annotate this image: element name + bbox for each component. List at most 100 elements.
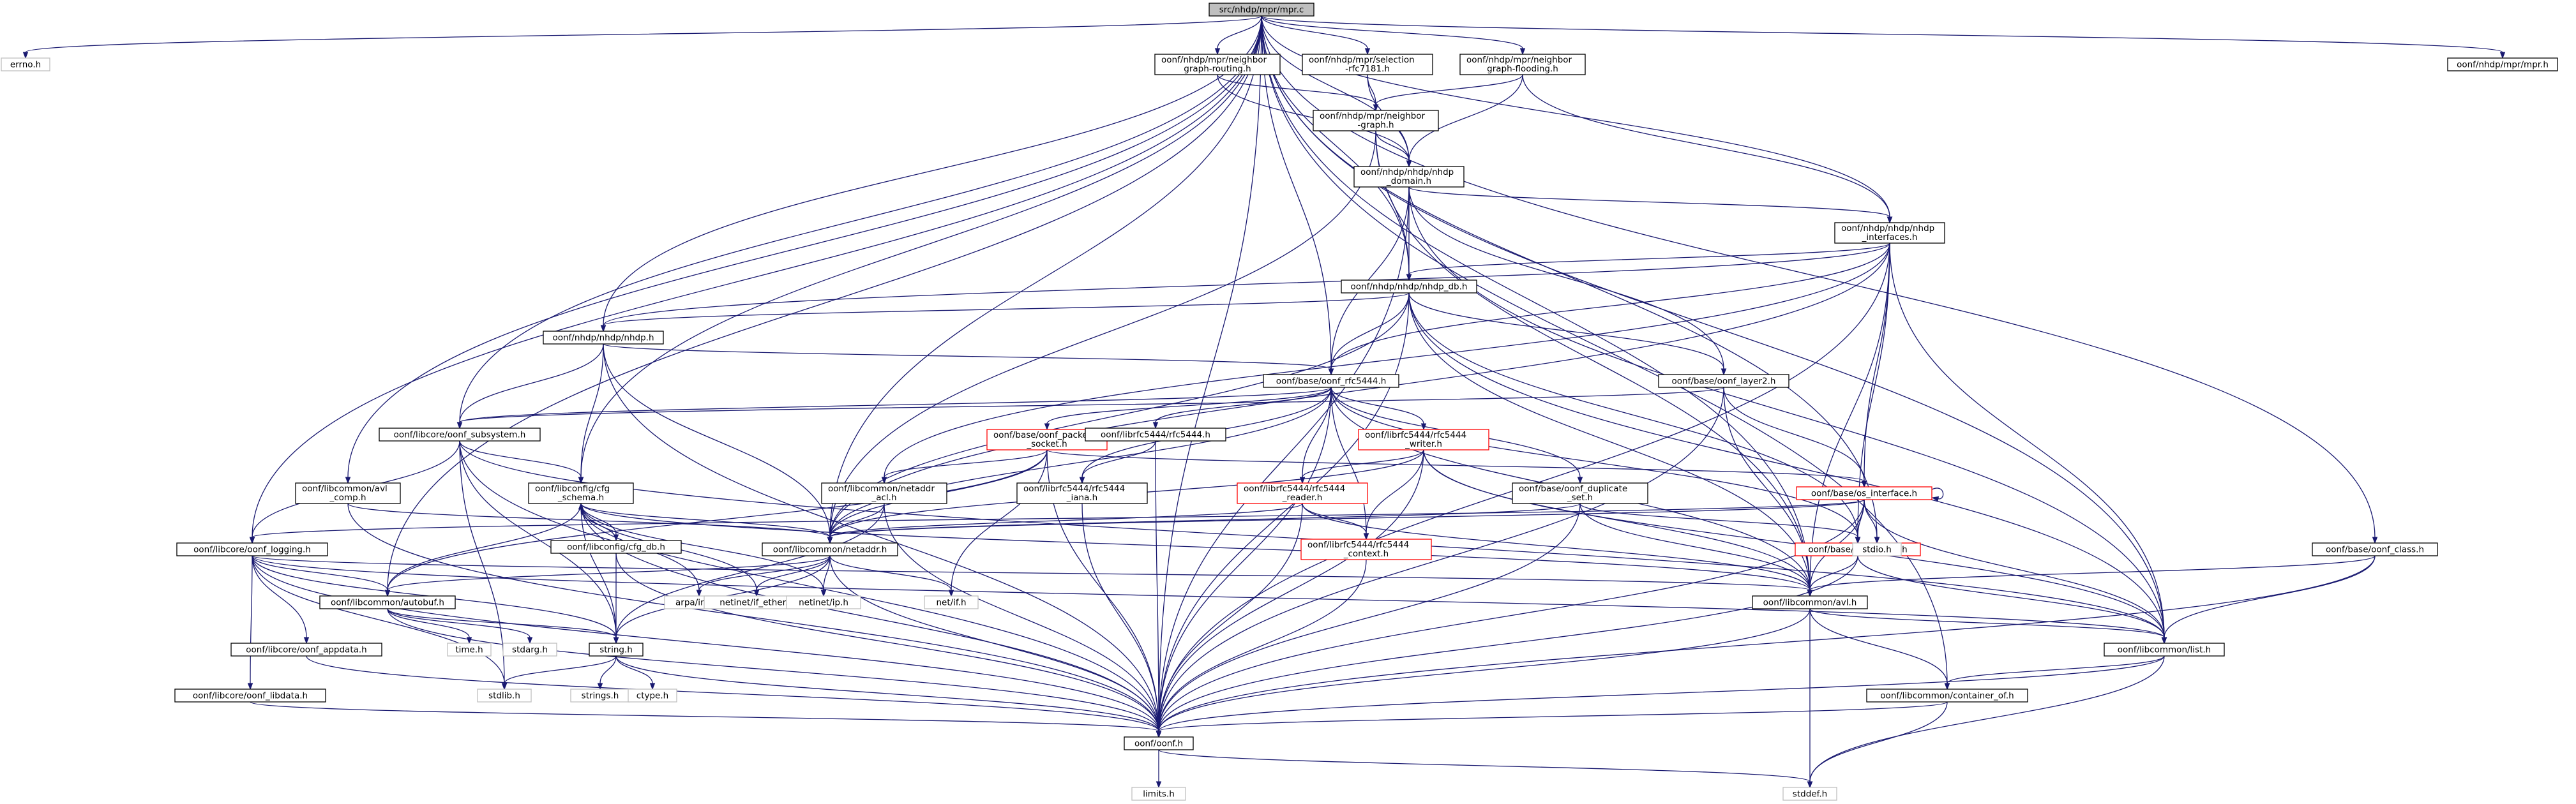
- node-avl-comp[interactable]: oonf/libcommon/avl_comp.h: [295, 482, 401, 504]
- node-rfc5444-iana[interactable]: oonf/librfc5444/rfc5444_iana.h: [1016, 482, 1148, 504]
- edge-line: [1158, 15, 1262, 732]
- node-label: oonf/libcommon/avl: [302, 484, 388, 494]
- node-rfc5444-h[interactable]: oonf/librfc5444/rfc5444.h: [1085, 428, 1226, 442]
- node-net-ip[interactable]: netinet/ip.h: [786, 595, 861, 609]
- node-label: stddef.h: [1793, 789, 1827, 800]
- edge-line: [829, 130, 1376, 538]
- node-os-interface[interactable]: oonf/base/os_interface.h: [1796, 486, 1932, 500]
- node-label: oonf/nhdp/nhdp/nhdp: [1360, 167, 1454, 177]
- edge-line: [1158, 555, 2376, 732]
- node-rfc5444-reader[interactable]: oonf/librfc5444/rfc5444_reader.h: [1237, 482, 1368, 504]
- edge-line: [1809, 701, 1948, 782]
- node-net-ether[interactable]: netinet/if_ether.h: [704, 595, 810, 609]
- edge-line: [1375, 130, 1410, 161]
- node-nb-graph[interactable]: oonf/nhdp/mpr/neighbor-graph.h: [1313, 110, 1439, 131]
- node-label: oonf/libcore/oonf_subsystem.h: [394, 430, 526, 440]
- node-string-h[interactable]: string.h: [589, 643, 644, 657]
- edge-line: [580, 343, 604, 478]
- edge-line: [1522, 74, 1890, 218]
- edge-nhdp-interfaces-to-conf-rfc5444: [1328, 242, 1890, 376]
- node-net-if[interactable]: net/if.h: [924, 595, 979, 609]
- edge-line: [252, 15, 1262, 538]
- node-avl-h[interactable]: oonf/libcommon/avl.h: [1752, 595, 1868, 609]
- node-label: oonf/librfc5444/rfc5444: [1365, 430, 1466, 440]
- node-box: [543, 331, 664, 345]
- node-time-h[interactable]: time.h: [447, 643, 492, 657]
- node-conf-rfc5444[interactable]: oonf/base/oonf_rfc5444.h: [1263, 374, 1399, 388]
- node-netaddr-h[interactable]: oonf/libcommon/netaddr.h: [762, 542, 898, 556]
- edge-line: [1158, 499, 1865, 732]
- edge-line: [1864, 499, 1878, 538]
- edge-line: [615, 553, 1159, 732]
- node-conf-logging[interactable]: oonf/libcore/oonf_logging.h: [176, 542, 328, 556]
- edge-line: [603, 343, 1159, 732]
- node-conf-duplicate[interactable]: oonf/base/oonf_duplicate_set.h: [1512, 482, 1648, 504]
- edge-arrowhead: [753, 590, 760, 597]
- edge-arrowhead: [249, 537, 255, 544]
- edge-line: [1579, 503, 1811, 591]
- node-box: [924, 595, 979, 609]
- edge-line: [580, 503, 617, 638]
- node-stdlib[interactable]: stdlib.h: [477, 689, 532, 703]
- node-container-of[interactable]: oonf/libcommon/container_of.h: [1866, 689, 2028, 703]
- node-sel-rfc[interactable]: oonf/nhdp/mpr/selection-rfc7181.h: [1302, 54, 1433, 75]
- node-label: -rfc7181.h: [1345, 64, 1390, 74]
- node-mpr-h[interactable]: oonf/nhdp/mpr/mpr.h: [2447, 57, 2558, 71]
- node-list-h[interactable]: oonf/libcommon/list.h: [2104, 643, 2225, 657]
- edge-line: [1217, 15, 1262, 49]
- node-rfc5444-writer[interactable]: oonf/librfc5444/rfc5444_writer.h: [1358, 429, 1489, 450]
- node-limits-h[interactable]: limits.h: [1131, 787, 1186, 801]
- edge-arrowhead: [1577, 477, 1583, 484]
- node-autobuf[interactable]: oonf/libcommon/autobuf.h: [319, 595, 456, 609]
- node-label: oonf/libcommon/netaddr: [828, 484, 935, 494]
- edge-line: [1330, 292, 1410, 369]
- node-label: _interfaces.h: [1862, 232, 1918, 242]
- node-conf-class[interactable]: oonf/base/oonf_class.h: [2312, 542, 2438, 556]
- edge-arrowhead: [1721, 368, 1727, 376]
- edge-avl-h-to-stddef-h: [1807, 608, 1813, 789]
- node-errno[interactable]: errno.h: [1, 57, 50, 71]
- edge-line: [504, 655, 617, 684]
- edge-list-h-to-container-of: [1944, 655, 2165, 690]
- node-nhdp-h[interactable]: oonf/nhdp/nhdp/nhdp.h: [543, 331, 664, 345]
- node-stddef-h[interactable]: stddef.h: [1782, 787, 1837, 801]
- node-label: oonf/libcommon/netaddr.h: [773, 545, 887, 555]
- node-conf-subsystem[interactable]: oonf/libcore/oonf_subsystem.h: [379, 428, 541, 442]
- edge-line: [1261, 15, 1890, 218]
- node-nhdp-domain[interactable]: oonf/nhdp/nhdp/nhdp_domain.h: [1353, 166, 1465, 188]
- node-mpr-c[interactable]: src/nhdp/mpr/mpr.c: [1209, 3, 1314, 17]
- edge-arrowhead: [1364, 48, 1371, 56]
- node-label: _set.h: [1567, 493, 1593, 503]
- node-label: _comp.h: [329, 493, 366, 503]
- edge-line: [459, 387, 1332, 423]
- node-nhdp-interfaces[interactable]: oonf/nhdp/nhdp/nhdp_interfaces.h: [1834, 222, 1945, 244]
- node-conf-layer2[interactable]: oonf/base/oonf_layer2.h: [1658, 374, 1789, 388]
- node-netaddr-acl[interactable]: oonf/libcommon/netaddr_acl.h: [821, 482, 947, 504]
- node-cfg-schema[interactable]: oonf/libconfig/cfg_schema.h: [528, 482, 634, 504]
- edge-mpr-c-to-oonf-h: [1156, 15, 1262, 738]
- edge-line: [1046, 387, 1332, 424]
- node-label: -graph.h: [1357, 120, 1394, 130]
- edge-line: [698, 555, 831, 591]
- edge-line: [252, 555, 1159, 732]
- edge-line: [603, 343, 831, 538]
- edge-arrowhead: [578, 477, 584, 484]
- edge-arrowhead: [881, 477, 887, 484]
- node-stdio[interactable]: stdio.h: [1852, 542, 1902, 556]
- node-libdata[interactable]: oonf/libcore/oonf_libdata.h: [174, 689, 326, 703]
- edge-line: [1158, 503, 1303, 732]
- node-strings-h[interactable]: strings.h: [570, 689, 630, 703]
- node-ctype-h[interactable]: ctype.h: [628, 689, 677, 703]
- edge-line: [1408, 292, 2165, 638]
- node-rfc5444-context[interactable]: oonf/librfc5444/rfc5444_context.h: [1300, 539, 1432, 560]
- edge-autobuf-to-string-h: [387, 608, 619, 644]
- edge-autobuf-to-stdarg: [387, 608, 533, 644]
- node-oonf-h[interactable]: oonf/oonf.h: [1124, 736, 1194, 750]
- edge-line: [1261, 15, 1332, 369]
- node-stdarg[interactable]: stdarg.h: [502, 643, 557, 657]
- node-nhdp-db[interactable]: oonf/nhdp/nhdp/nhdp_db.h: [1341, 279, 1477, 294]
- node-cfg-db[interactable]: oonf/libconfig/cfg_db.h: [550, 540, 682, 554]
- node-appdata[interactable]: oonf/libcore/oonf_appdata.h: [230, 643, 382, 657]
